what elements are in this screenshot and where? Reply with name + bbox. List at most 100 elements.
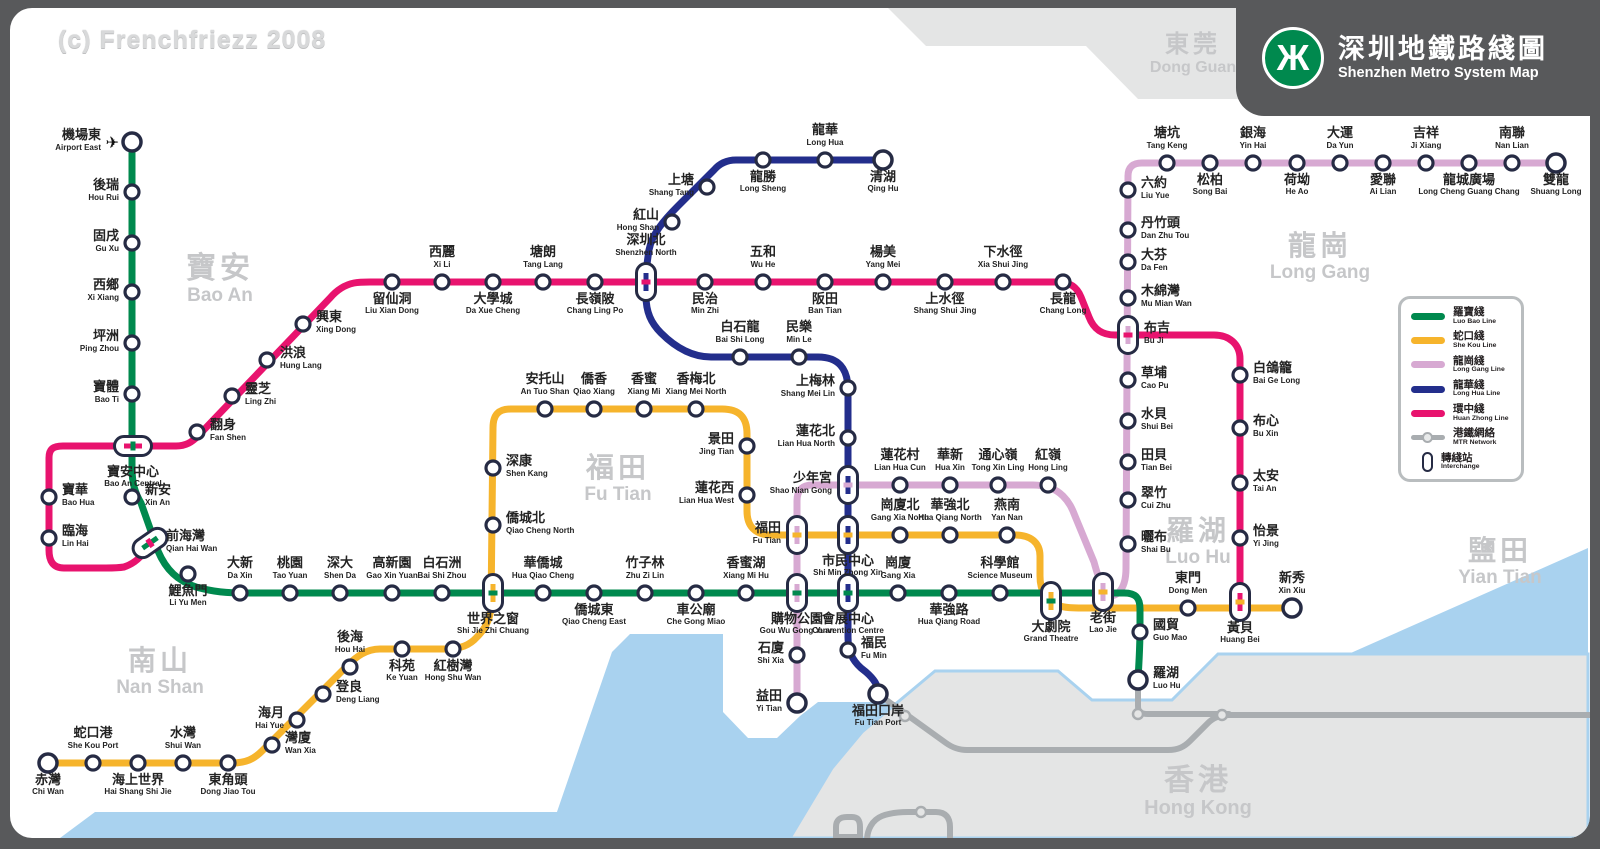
station-label-en: Hong Shan: [617, 223, 659, 232]
station-label-zh: 銀海: [1240, 125, 1266, 140]
station-label-en: Hai Shang Shi Jie: [104, 787, 172, 796]
station-label-en: Hua Qiao Cheng: [512, 571, 574, 580]
station-marker: [1201, 154, 1219, 172]
station-label-en: Mu Mian Wan: [1141, 299, 1192, 308]
station-label-zh: 白鴿籠: [1253, 360, 1292, 375]
station-label-en: Gou Wu Gong Yuan: [760, 626, 835, 635]
station-label-zh: 黃貝: [1226, 620, 1253, 635]
region-label-bao-an: 寶安: [186, 251, 254, 285]
station-label-en: Qiao Cheng North: [506, 526, 575, 535]
station-label-en: Tai An: [1253, 484, 1277, 493]
station-label-en: Da Fen: [1141, 263, 1168, 272]
station-label-zh: 大劇院: [1031, 619, 1070, 634]
station-label-en: Che Gong Miao: [667, 617, 726, 626]
station-label-zh: 深圳北: [626, 232, 665, 247]
station-label-zh: 羅湖: [1153, 665, 1179, 680]
station-marker: [874, 273, 892, 291]
station-label-zh: 民治: [692, 291, 718, 306]
station-label-en: Gang Xia North: [871, 513, 929, 522]
station-label-zh: 深康: [506, 453, 533, 468]
station-marker: [288, 711, 306, 729]
station-marker: [737, 584, 755, 602]
station-label-zh: 少年宮: [792, 470, 832, 485]
station-label-zh: 蓮花村: [880, 447, 919, 462]
station-label-en: Shai Bu: [1141, 545, 1171, 554]
mtr-network-station: [1215, 708, 1229, 722]
station-marker: [816, 273, 834, 291]
station-label-zh: 丹竹頭: [1141, 215, 1181, 230]
station-label-zh: 大新: [227, 555, 253, 570]
station-marker: [123, 183, 141, 201]
station-marker: [1231, 419, 1249, 437]
station-label-zh: 曬布: [1141, 529, 1167, 544]
station-label-zh: 國貿: [1153, 617, 1179, 632]
station-label-en: Deng Liang: [336, 695, 380, 704]
legend-label-en: Luo Bao Line: [1453, 317, 1497, 325]
station-label-zh: 香蜜: [630, 371, 657, 386]
station-label-zh: 上水徑: [925, 291, 964, 306]
station-marker: [1231, 474, 1249, 492]
region-label-luo-hu: 羅湖: [1166, 515, 1230, 546]
station-label-zh: 田貝: [1141, 447, 1167, 462]
station-label-en: Convention Centre: [812, 626, 884, 635]
station-label-en: Yi Tian: [756, 704, 782, 713]
station-marker: [1417, 154, 1435, 172]
station-marker: [121, 131, 143, 153]
station-marker: [991, 584, 1009, 602]
station-marker: [786, 692, 808, 714]
station-marker: [1503, 154, 1521, 172]
station-label-zh: 赤灣: [35, 772, 61, 787]
she-kou-line: [44, 405, 1296, 767]
station-label-en: Shen Da: [324, 571, 357, 580]
station-label-zh: 東角頭: [208, 772, 248, 787]
station-label-zh: 龍華: [812, 122, 838, 137]
station-label-en: Shui Wan: [165, 741, 201, 750]
station-label-zh: 購物公園: [770, 611, 823, 626]
station-label-en: Long Hua: [807, 138, 844, 147]
station-label-zh: 僑城東: [573, 602, 613, 617]
station-label-en: Hou Rui: [88, 193, 119, 202]
station-label-en: Chi Wan: [32, 787, 64, 796]
station-marker: [754, 151, 772, 169]
region-label-long-gang: 龍崗: [1288, 229, 1352, 261]
station-label-en: Cui Zhu: [1141, 501, 1171, 510]
station-marker: [1127, 669, 1149, 691]
legend-label-zh: 轉綫站: [1441, 451, 1473, 464]
station-marker: [994, 273, 1012, 291]
station-label-en: Long Sheng: [740, 184, 786, 193]
station-label-zh: 五和: [750, 244, 776, 259]
station-label-en: Cao Pu: [1141, 381, 1169, 390]
station-label-zh: 深大: [327, 555, 353, 570]
station-label-en: Bai Shi Long: [716, 335, 765, 344]
legend-label-en: Interchange: [1441, 463, 1480, 471]
